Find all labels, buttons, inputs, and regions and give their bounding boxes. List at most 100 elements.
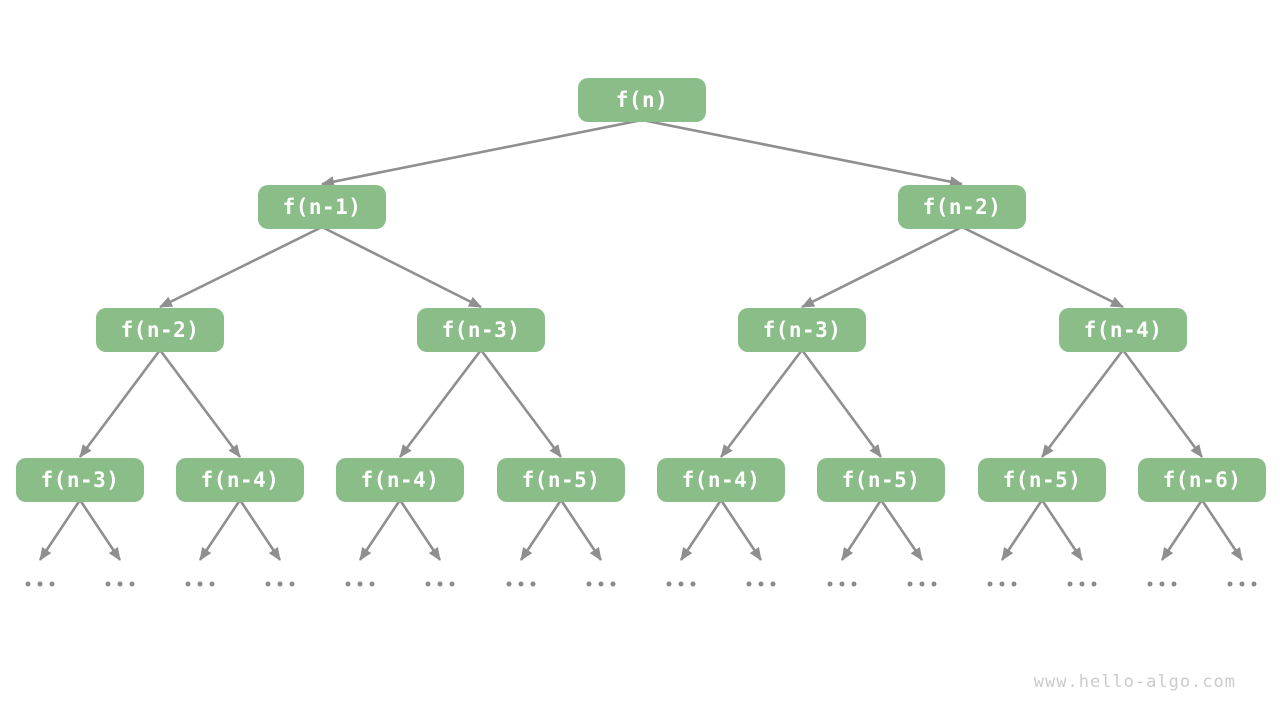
- tree-node: f(n-1): [258, 185, 386, 229]
- ellipsis-dot: [25, 581, 31, 587]
- tree-edge: [559, 499, 603, 561]
- tree-node: f(n-4): [657, 458, 785, 502]
- ellipsis: [185, 581, 215, 587]
- tree-node: f(n-2): [898, 185, 1026, 229]
- ellipsis-dot: [758, 581, 764, 587]
- ellipsis-dot: [37, 581, 43, 587]
- ellipsis-dot: [1171, 581, 1177, 587]
- tree-edge: [879, 499, 924, 561]
- tree-edge: [398, 499, 442, 561]
- ellipsis-dot: [839, 581, 845, 587]
- ellipsis-dot: [209, 581, 215, 587]
- ellipsis-dot: [690, 581, 696, 587]
- ellipsis-dot: [345, 581, 351, 587]
- tree-node: f(n): [578, 78, 706, 122]
- ellipsis-dot: [770, 581, 776, 587]
- ellipsis: [1147, 581, 1177, 587]
- tree-node: f(n-3): [417, 308, 545, 352]
- ellipsis-dot: [987, 581, 993, 587]
- tree-edge: [801, 225, 963, 309]
- ellipsis: [425, 581, 455, 587]
- ellipsis: [746, 581, 776, 587]
- tree-edge: [78, 499, 122, 561]
- tree-edge: [800, 349, 883, 458]
- tree-edge: [1040, 499, 1084, 561]
- ellipsis-dot: [586, 581, 592, 587]
- ellipsis-dot: [369, 581, 375, 587]
- tree-edge: [1121, 349, 1204, 458]
- tree-node: f(n-5): [497, 458, 625, 502]
- tree-edge: [840, 499, 883, 561]
- ellipsis: [666, 581, 696, 587]
- ellipsis-dot: [530, 581, 536, 587]
- tree-edge: [719, 499, 763, 561]
- ellipsis-dot: [185, 581, 191, 587]
- ellipsis: [506, 581, 536, 587]
- tree-edge: [238, 499, 282, 561]
- ellipsis-dot: [851, 581, 857, 587]
- tree-node: f(n-5): [817, 458, 945, 502]
- ellipsis-dot: [425, 581, 431, 587]
- ellipsis-dot: [1147, 581, 1153, 587]
- ellipsis: [987, 581, 1017, 587]
- tree-edge: [479, 349, 563, 458]
- tree-edge: [719, 349, 804, 458]
- ellipsis-dot: [289, 581, 295, 587]
- tree-edge: [398, 349, 483, 458]
- ellipsis-dot: [666, 581, 672, 587]
- ellipsis-dot: [1067, 581, 1073, 587]
- ellipsis-dot: [357, 581, 363, 587]
- tree-edge: [679, 499, 723, 561]
- tree-node: f(n-6): [1138, 458, 1266, 502]
- ellipsis-dot: [1079, 581, 1085, 587]
- tree-edge: [198, 499, 242, 561]
- tree-edge: [519, 499, 563, 561]
- ellipsis-dot: [277, 581, 283, 587]
- ellipsis-dot: [105, 581, 111, 587]
- tree-node: f(n-3): [738, 308, 866, 352]
- ellipsis-dot: [129, 581, 135, 587]
- tree-edge: [641, 118, 963, 188]
- tree-node: f(n-2): [96, 308, 224, 352]
- tree-edge: [1040, 349, 1125, 458]
- tree-edge: [321, 225, 482, 309]
- tree-edge: [38, 499, 82, 561]
- tree-edge: [321, 118, 643, 188]
- tree-edge: [159, 225, 323, 309]
- tree-node: f(n-4): [336, 458, 464, 502]
- ellipsis-dot: [518, 581, 524, 587]
- ellipsis-dot: [1227, 581, 1233, 587]
- ellipsis: [25, 581, 55, 587]
- ellipsis-dot: [197, 581, 203, 587]
- ellipsis-dot: [1011, 581, 1017, 587]
- ellipsis: [265, 581, 295, 587]
- tree-node: f(n-5): [978, 458, 1106, 502]
- tree-edge: [158, 349, 242, 458]
- tree-edge: [78, 349, 162, 458]
- tree-edge: [358, 499, 402, 561]
- ellipsis: [1067, 581, 1097, 587]
- ellipsis-dot: [999, 581, 1005, 587]
- ellipsis-dot: [678, 581, 684, 587]
- tree-node: f(n-4): [176, 458, 304, 502]
- ellipsis: [907, 581, 937, 587]
- ellipsis-dot: [265, 581, 271, 587]
- ellipsis-dot: [449, 581, 455, 587]
- ellipsis-dot: [919, 581, 925, 587]
- ellipsis: [827, 581, 857, 587]
- ellipsis: [586, 581, 616, 587]
- ellipsis-dot: [1251, 581, 1257, 587]
- ellipsis-dot: [1159, 581, 1165, 587]
- tree-node: f(n-4): [1059, 308, 1187, 352]
- tree-edge: [1160, 499, 1204, 561]
- tree-edge: [1200, 499, 1244, 561]
- ellipsis-dot: [1091, 581, 1097, 587]
- ellipsis-dot: [746, 581, 752, 587]
- tree-edge: [961, 225, 1124, 309]
- watermark: www.hello-algo.com: [1033, 672, 1236, 692]
- ellipsis: [1227, 581, 1257, 587]
- ellipsis-dot: [437, 581, 443, 587]
- ellipsis-dot: [49, 581, 55, 587]
